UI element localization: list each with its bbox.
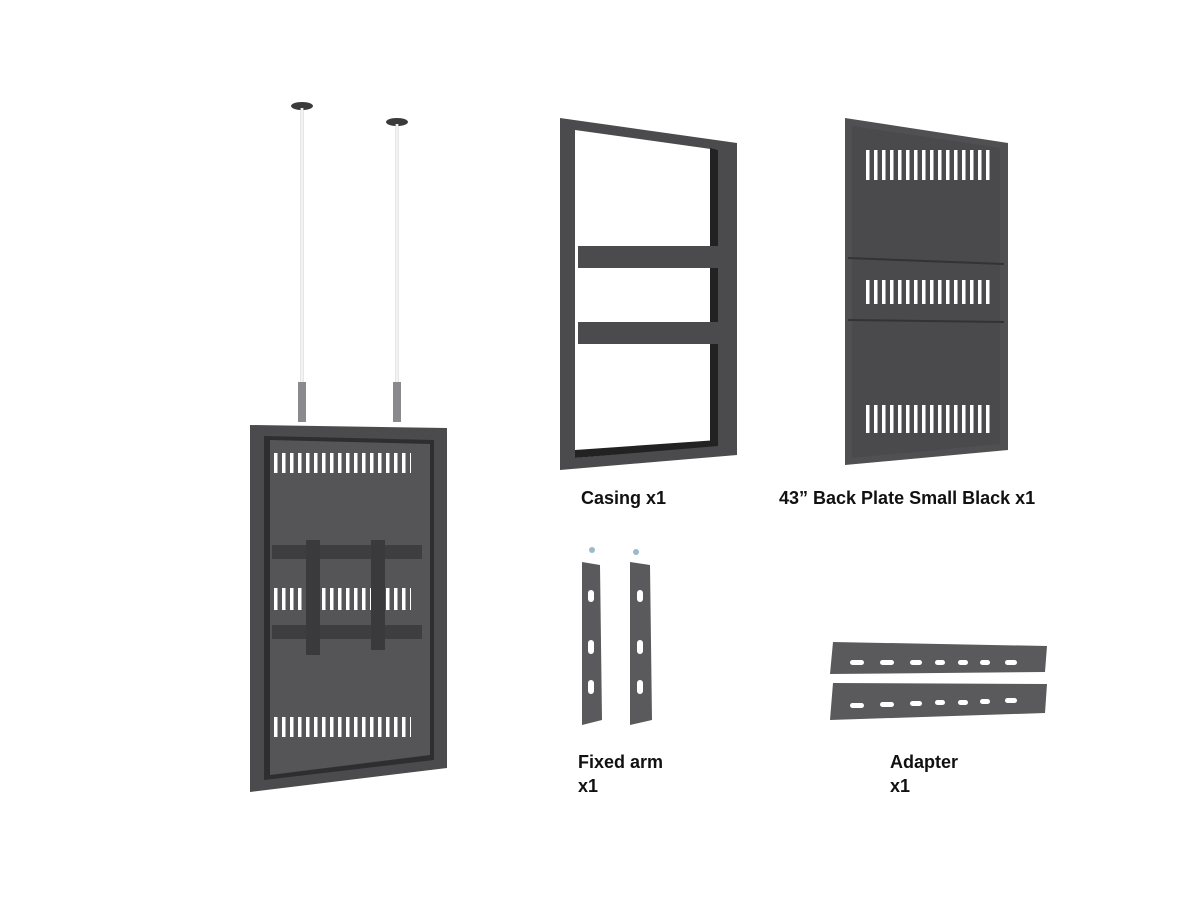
fixed-arm-label: Fixed arm x1 [578,750,663,798]
casing-label: Casing x1 [581,488,667,508]
casing-part [560,118,737,470]
adapter-name: Adapter [890,752,959,772]
adapter-qty: x1 [890,776,911,796]
fixed-arm-name: Fixed arm [578,752,664,772]
assembled-enclosure [250,102,447,792]
ceiling-mount-left [291,102,313,422]
fixed-arms-part [582,547,652,725]
back-plate-label: 43” Back Plate Small Black x1 [779,488,1036,508]
ceiling-mount-right [386,118,408,422]
back-plate-part [845,118,1008,465]
fixed-arm-qty: x1 [578,776,599,796]
adapter-part [830,642,1047,720]
adapter-label: Adapter x1 [890,750,958,798]
